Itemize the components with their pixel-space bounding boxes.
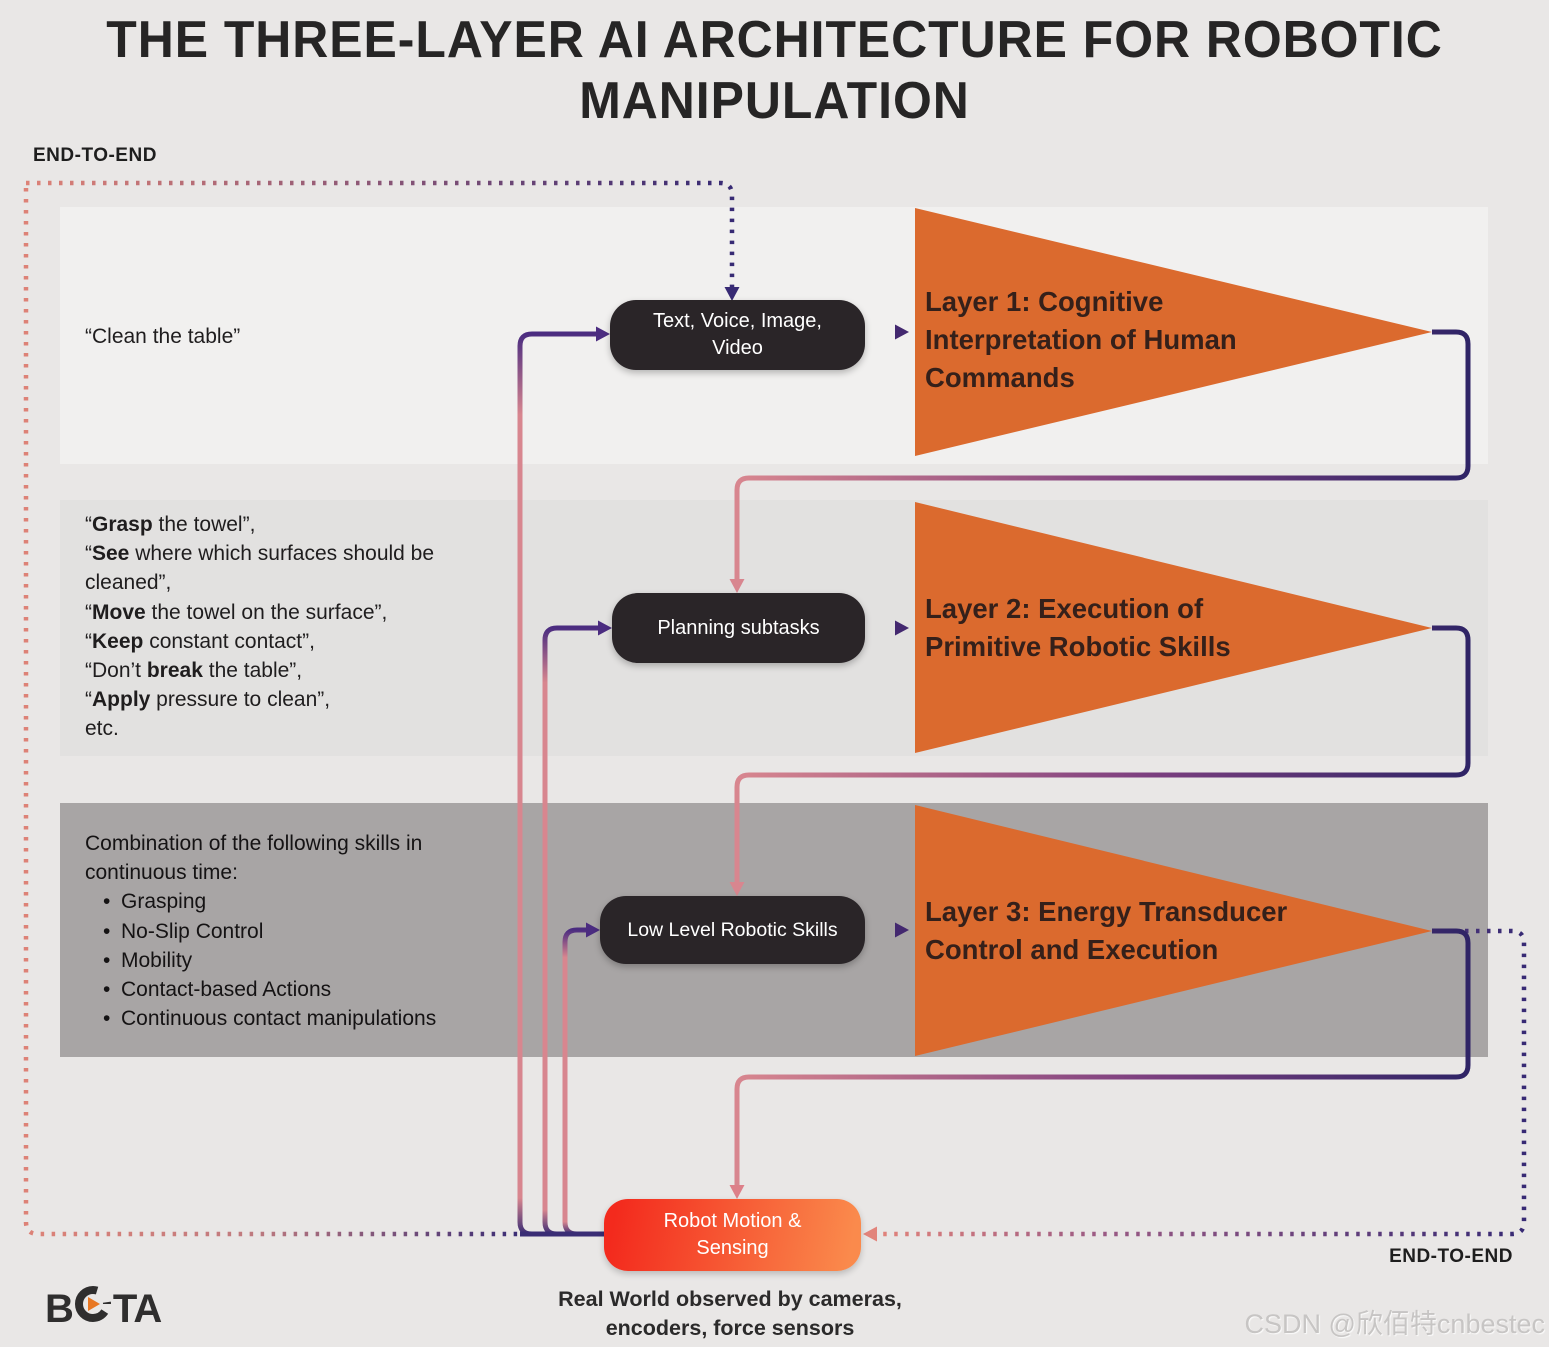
input-modalities-box: Text, Voice, Image, Video — [610, 300, 865, 370]
layer3-triangle — [915, 805, 1432, 1056]
arrow-down-into-input-box-icon — [724, 287, 740, 301]
quote-line: “Don’t break the table”, — [85, 659, 303, 683]
arrow-down-into-planning-box-icon — [729, 579, 745, 593]
layer1-triangle-label: Layer 1: Cognitive Interpretation of Hum… — [925, 286, 1237, 393]
skill-item: Mobility — [103, 946, 515, 975]
arrow-right-into-layer2-icon — [895, 620, 909, 636]
arrow-right-into-input-box-icon — [596, 326, 610, 342]
skill-item: Grasping — [103, 887, 515, 916]
arrow-right-into-layer3-icon — [895, 922, 909, 938]
arrow-down-into-lowlevel-box-icon — [729, 882, 745, 896]
csdn-watermark: CSDN @欣佰特cnbestec — [1244, 1309, 1545, 1339]
bota-logo: B TA — [45, 1285, 162, 1333]
arrow-left-into-robot-box-icon — [863, 1226, 877, 1242]
quote-line: “Move the towel on the surface”, — [85, 600, 388, 624]
planning-subtasks-box: Planning subtasks — [612, 593, 865, 663]
bota-logo-play-icon — [74, 1285, 112, 1333]
layer3-output-loop-line — [729, 928, 1471, 1199]
lowlevel-box-to-layer3-connector — [865, 922, 909, 938]
input-box-to-layer1-connector — [865, 324, 909, 340]
real-world-caption: Real World observed by cameras, encoders… — [558, 1287, 902, 1340]
skill-item: No-Slip Control — [103, 917, 515, 946]
quote-line: “Apply pressure to clean”, — [85, 688, 331, 712]
end-to-end-dotted-top-line — [26, 180, 740, 301]
skills-list: Grasping No-Slip Control Mobility Contac… — [85, 887, 515, 1033]
layer1-output-loop-line — [729, 329, 1471, 593]
layer2-output-loop-line — [729, 625, 1471, 896]
arrow-down-into-robot-box-icon — [729, 1185, 745, 1199]
layer1-triangle — [915, 208, 1432, 456]
feedback-line-to-lowlevel-box — [562, 922, 604, 1237]
end-to-end-dotted-left-line — [23, 188, 520, 1237]
end-to-end-label-bottom: END-TO-END — [1389, 1246, 1513, 1267]
page-title-line2: MANIPULATION — [579, 72, 970, 130]
low-level-skills-box: Low Level Robotic Skills — [600, 896, 865, 964]
layer2-subtask-quotes: “Grasp the towel”, “See where which surf… — [85, 510, 505, 744]
skills-heading: Combination of the following skills in c… — [85, 832, 423, 885]
arrow-right-into-lowlevel-box-icon — [586, 922, 600, 938]
layer3-skills-block: Combination of the following skills in c… — [85, 829, 515, 1034]
layer3-triangle-label: Layer 3: Energy Transducer Control and E… — [925, 896, 1288, 965]
page-title-line1: THE THREE-LAYER AI ARCHITECTURE FOR ROBO… — [106, 11, 1443, 69]
arrow-right-into-planning-box-icon — [598, 620, 612, 636]
quote-line: “Keep constant contact”, — [85, 629, 315, 653]
planning-box-to-layer2-connector — [865, 620, 909, 636]
skill-item: Contact-based Actions — [103, 975, 515, 1004]
quote-line: etc. — [85, 717, 119, 741]
arrow-right-into-layer1-icon — [895, 324, 909, 340]
skill-item: Continuous contact manipulations — [103, 1004, 515, 1033]
quote-line: “Grasp the towel”, — [85, 513, 256, 536]
layer2-triangle — [915, 502, 1432, 753]
layer2-triangle-label: Layer 2: Execution of Primitive Robotic … — [925, 593, 1231, 662]
end-to-end-label-top: END-TO-END — [33, 145, 157, 166]
page-title: THE THREE-LAYER AI ARCHITECTURE FOR ROBO… — [0, 10, 1549, 132]
robot-motion-sensing-box: Robot Motion & Sensing — [604, 1199, 861, 1271]
end-to-end-dotted-right-line — [863, 928, 1527, 1242]
layer1-input-text: “Clean the table” — [85, 325, 241, 348]
quote-line: “See where which surfaces should be clea… — [85, 542, 435, 595]
